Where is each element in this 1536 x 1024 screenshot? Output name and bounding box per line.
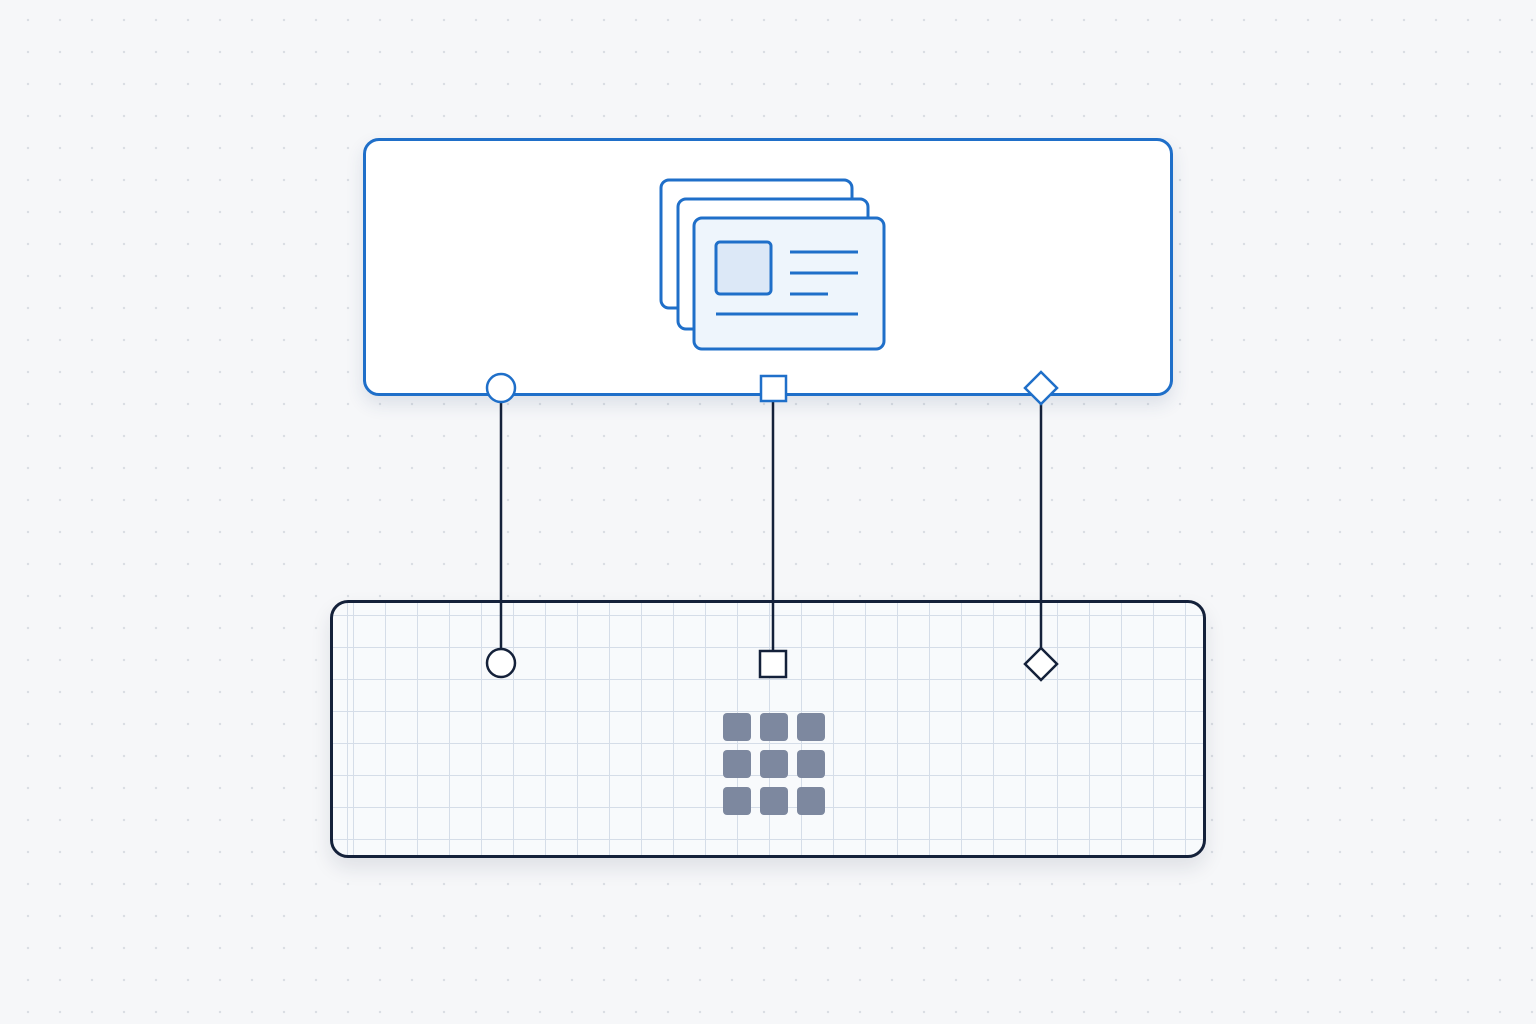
diamond-port-icon[interactable] (1023, 646, 1059, 682)
square-port-icon[interactable] (759, 374, 788, 403)
square-port-icon[interactable] (758, 649, 788, 679)
bottom-component-node[interactable] (330, 600, 1206, 858)
circle-port-icon[interactable] (485, 372, 517, 404)
diamond-port-icon[interactable] (1023, 370, 1059, 406)
circle-port-icon[interactable] (485, 647, 517, 679)
top-component-node[interactable] (363, 138, 1173, 396)
